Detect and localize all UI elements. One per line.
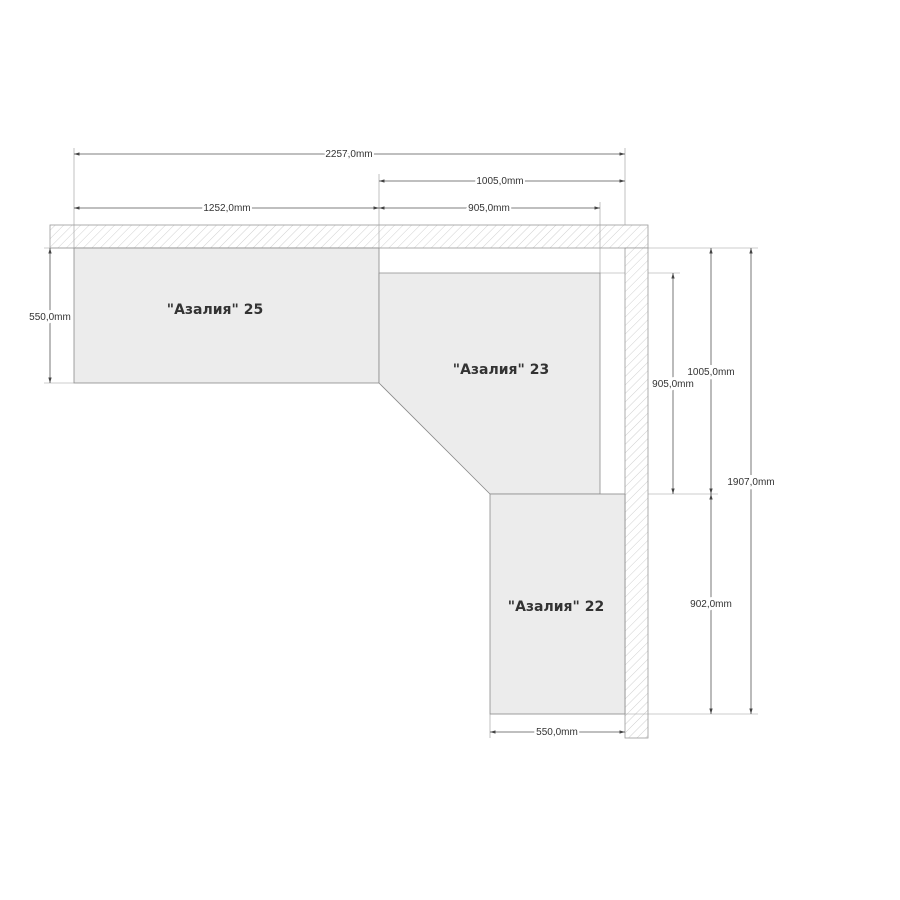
dim-left-depth: 550,0mm	[29, 312, 71, 323]
dim-right-outer: 1005,0mm	[687, 367, 734, 378]
dim-top-left: 1252,0mm	[203, 203, 250, 214]
side-wall-vertical	[624, 247, 649, 739]
module-azalia-22	[489, 493, 626, 715]
module-azalia-25	[73, 247, 380, 384]
dim-right-lower: 902,0mm	[690, 599, 732, 610]
dim-top-mid: 905,0mm	[468, 203, 510, 214]
dim-top-right: 1005,0mm	[476, 176, 523, 187]
back-wall-horizontal	[49, 224, 649, 249]
label-azalia-25: "Азалия" 25	[167, 302, 263, 318]
label-azalia-23: "Азалия" 23	[453, 362, 549, 378]
dim-top-total: 2257,0mm	[325, 149, 372, 160]
label-azalia-22: "Азалия" 22	[508, 599, 604, 615]
dim-right-inner: 905,0mm	[652, 379, 694, 390]
module-azalia-23	[378, 272, 601, 495]
dim-bottom-depth: 550,0mm	[536, 727, 578, 738]
dim-right-total: 1907,0mm	[727, 477, 774, 488]
